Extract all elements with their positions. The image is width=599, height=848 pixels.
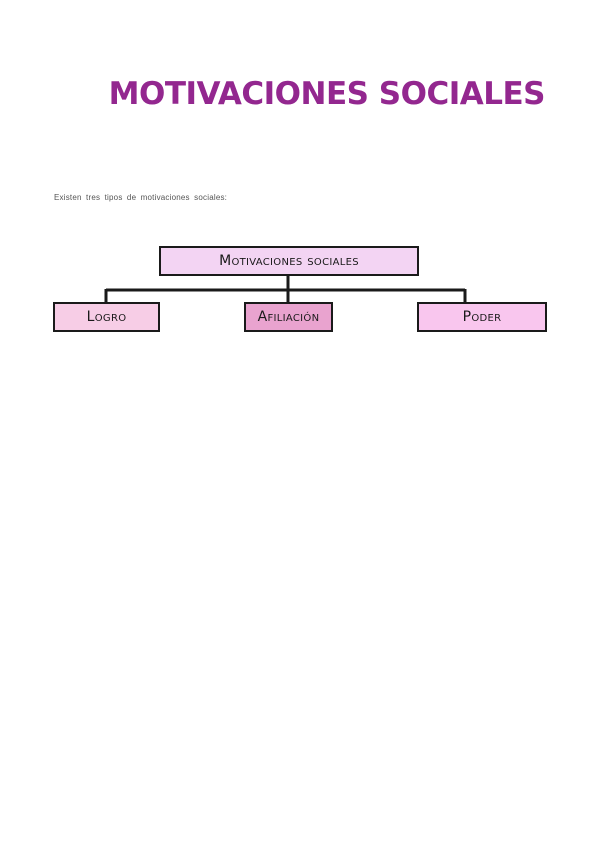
node-afiliacion: Afiliación bbox=[244, 302, 333, 332]
node-logro-label: Logro bbox=[86, 309, 127, 325]
intro-paragraph: Existen tres tipos de motivaciones socia… bbox=[54, 193, 228, 202]
page-title: MOTIVACIONES SOCIALES bbox=[108, 76, 546, 112]
node-root-label: Motivaciones sociales bbox=[219, 253, 359, 269]
node-logro: Logro bbox=[53, 302, 160, 332]
node-poder: Poder bbox=[417, 302, 547, 332]
node-poder-label: Poder bbox=[462, 309, 502, 325]
node-motivaciones-sociales: Motivaciones sociales bbox=[159, 246, 419, 276]
node-afiliacion-label: Afiliación bbox=[257, 309, 320, 325]
